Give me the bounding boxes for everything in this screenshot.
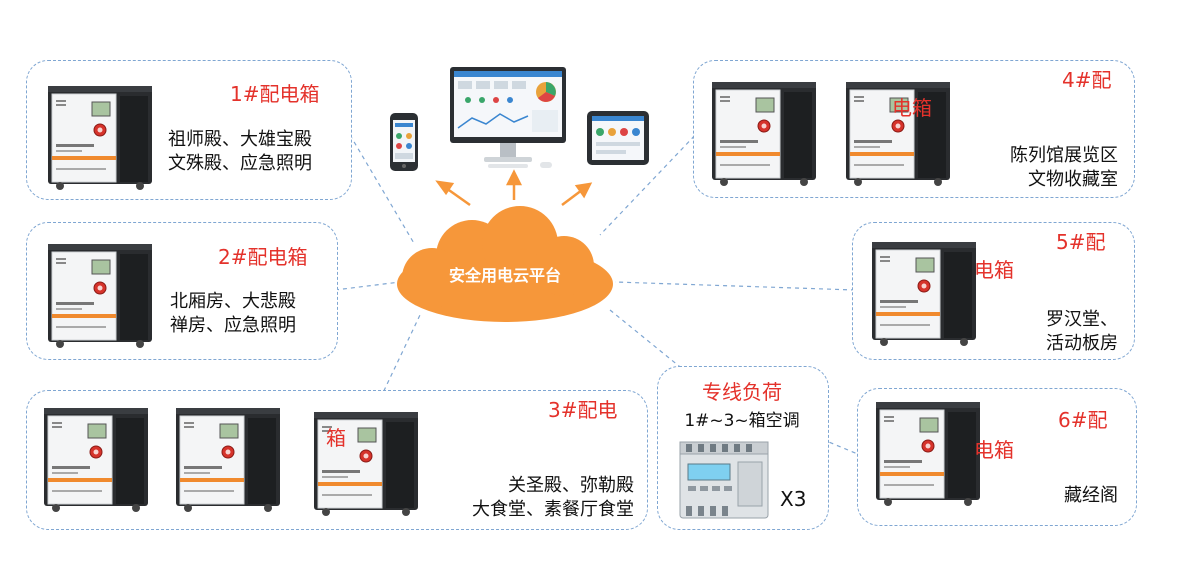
box-6-locations: 藏经阁 (1040, 484, 1118, 508)
box-2-title: 2#配电箱 (218, 245, 308, 269)
box-2-line-1: 北厢房、大悲殿 (170, 291, 296, 312)
cabinet-icon (875, 401, 981, 507)
box-4-line-2: 文物收藏室 (1028, 169, 1118, 190)
arrow-left-head (435, 180, 455, 196)
arrow-middle-head (505, 169, 523, 186)
link-box1 (349, 134, 416, 246)
box-5-line-1: 罗汉堂、 (1046, 309, 1118, 330)
link-box4 (599, 129, 701, 236)
box-6-title-a: 6#配 (1058, 408, 1108, 432)
box-1-title: 1#配电箱 (230, 82, 320, 106)
box-3-line-2: 大食堂、素餐厅食堂 (472, 499, 634, 520)
box-4-title-b: 电箱 (892, 96, 932, 120)
link-box2 (334, 281, 401, 291)
cloud-platform-label: 安全用电云平台 (448, 266, 561, 285)
tablet-icon (587, 111, 649, 165)
desktop-monitor-icon (450, 67, 566, 168)
box-5-line-2: 活动板房 (1046, 333, 1118, 354)
cabinet-icon (43, 407, 149, 513)
box-3-title-a: 3#配电 (548, 398, 618, 422)
box-3-line-1: 关圣殿、弥勒殿 (508, 475, 634, 496)
box-3-locations: 关圣殿、弥勒殿 大食堂、素餐厅食堂 (444, 474, 634, 522)
link-box5 (614, 281, 856, 291)
box-3-title-b: 箱 (326, 426, 346, 450)
arrow-right (561, 189, 583, 206)
box-4-locations: 陈列馆展览区 文物收藏室 (960, 144, 1118, 192)
box-1-line-2: 文殊殿、应急照明 (168, 153, 312, 174)
box-2-locations: 北厢房、大悲殿 禅房、应急照明 (170, 290, 296, 338)
special-load-title: 专线负荷 (702, 380, 782, 404)
box-5-title-a: 5#配 (1056, 230, 1106, 254)
box-5-title-b: 电箱 (974, 258, 1014, 282)
cabinet-icon (47, 85, 153, 191)
box-6-line-1: 藏经阁 (1064, 485, 1118, 506)
smartphone-icon (390, 113, 418, 171)
cabinet-icon (711, 81, 817, 187)
arrow-right-head (574, 182, 593, 199)
special-load-subtitle: 1#~3~箱空调 (684, 411, 800, 431)
cabinet-icon (175, 407, 281, 513)
cabinet-icon (871, 241, 977, 347)
cabinet-icon (47, 243, 153, 349)
link-special (609, 309, 691, 376)
special-load-multiplier: X3 (780, 487, 807, 511)
box-4-title-a: 4#配 (1062, 68, 1112, 92)
box-6-title-b: 电箱 (974, 438, 1014, 462)
cloud-platform-icon[interactable] (392, 204, 618, 326)
box-2-line-2: 禅房、应急照明 (170, 315, 296, 336)
arrow-left (445, 186, 471, 207)
box-5-locations: 罗汉堂、 活动板房 (996, 308, 1118, 356)
box-1-line-1: 祖师殿、大雄宝殿 (168, 129, 312, 150)
box-4-line-1: 陈列馆展览区 (1010, 145, 1118, 166)
box-1-locations: 祖师殿、大雄宝殿 文殊殿、应急照明 (168, 128, 312, 176)
electric-meter-icon (679, 441, 769, 519)
